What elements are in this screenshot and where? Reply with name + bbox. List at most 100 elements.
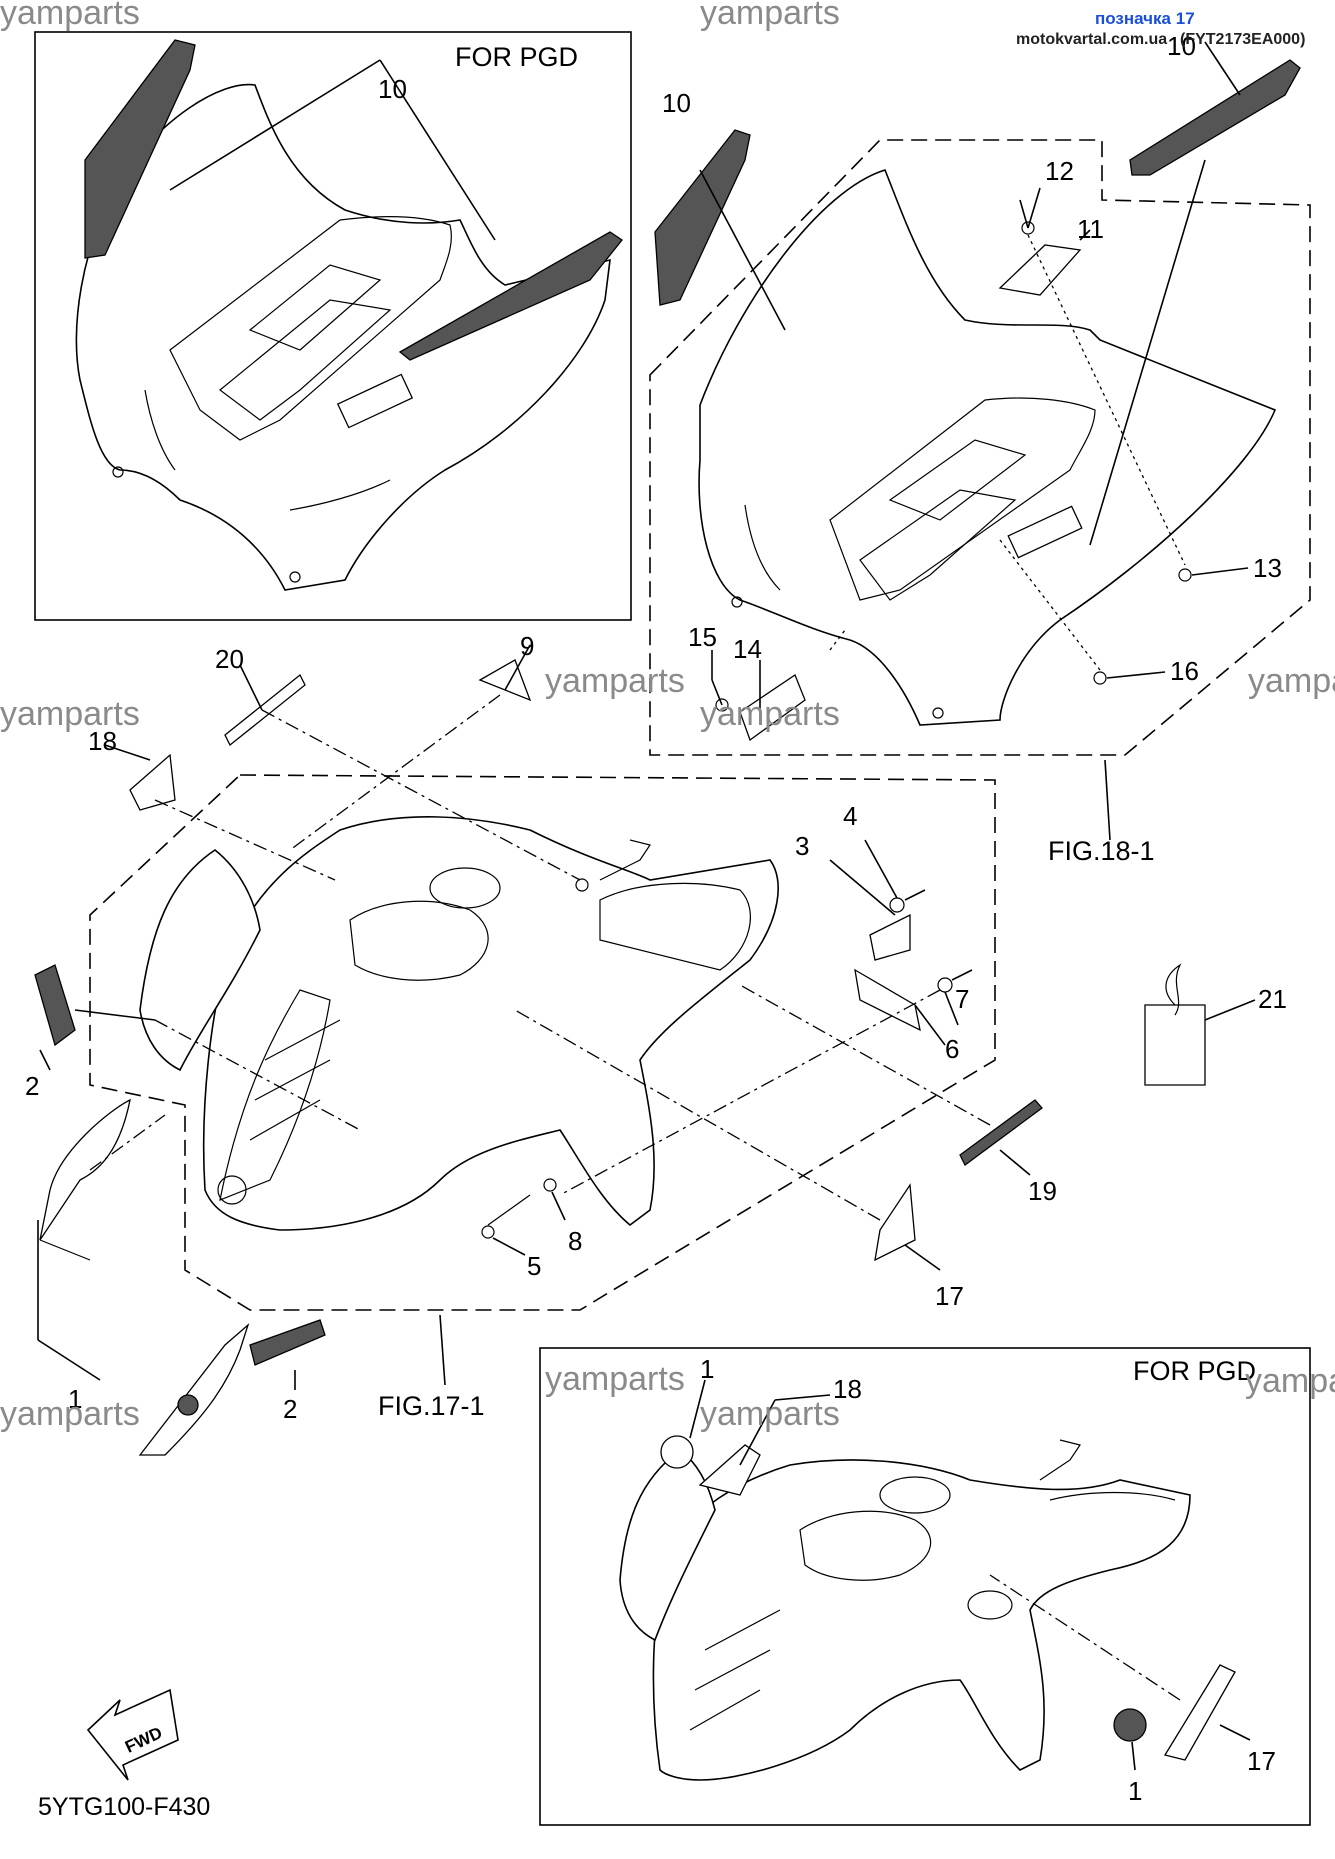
leader-10-right-a — [1204, 41, 1241, 96]
rear-label-14 — [739, 674, 806, 742]
fig17-dashed-boundary — [89, 774, 996, 1311]
leader-16 — [1106, 671, 1166, 679]
front-decal-17 — [874, 1183, 916, 1262]
leader-13 — [1191, 567, 1249, 576]
callout-3: 3 — [795, 831, 809, 861]
leader-9 — [504, 644, 531, 691]
for-pgd-front-title: FOR PGD — [1133, 1356, 1256, 1386]
rivet-15 — [715, 698, 729, 712]
callout-1-lower: 1 — [68, 1384, 82, 1414]
front-decal-17-path — [514, 1009, 881, 1221]
leader-7 — [944, 991, 959, 1026]
leader-20 — [239, 664, 263, 711]
yamaha-logo-1-lower — [177, 1394, 199, 1416]
leader-10-left — [699, 169, 786, 331]
watermark: yamparts — [700, 1395, 840, 1433]
front-fender-pgd-right-wing — [1049, 1491, 1176, 1501]
front-fender-right-wing — [599, 882, 751, 971]
nut-16 — [1093, 671, 1107, 685]
rivet-7 — [937, 977, 953, 993]
front-fender-front-grille — [219, 989, 331, 1201]
front-label-18-path — [154, 799, 336, 881]
rear-fender — [698, 169, 1277, 726]
sticker-site: motokvartal.com.ua — [1016, 31, 1167, 48]
leader-19 — [999, 1149, 1031, 1176]
callout-5: 5 — [527, 1251, 541, 1281]
callout-14: 14 — [733, 634, 762, 664]
rear-side-decal-left — [654, 129, 751, 306]
leader-fig18 — [1104, 759, 1111, 841]
callout-10-left: 10 — [662, 88, 691, 118]
label-20-path — [261, 709, 581, 881]
label-20 — [224, 673, 306, 747]
watermark: yamparts — [0, 695, 140, 733]
rear-label-11 — [998, 244, 1082, 296]
watermark: yamparts — [0, 1395, 140, 1433]
callout-15: 15 — [688, 622, 717, 652]
callout-19: 19 — [1028, 1176, 1057, 1206]
rear-fender-bolt-a — [731, 596, 743, 608]
callout-6: 6 — [945, 1034, 959, 1064]
front-side-decal-2-left — [34, 964, 76, 1047]
front-emblem-decal-1-left — [39, 1098, 131, 1241]
fwd-arrow-group: FWD — [86, 1688, 179, 1781]
nut-8 — [543, 1178, 557, 1192]
rear-side-decal-pgd-left — [84, 39, 196, 259]
leader-18-pgd — [774, 1394, 831, 1401]
front-fender-pgd-vents — [689, 1609, 781, 1731]
leader-fig17 — [439, 1314, 446, 1386]
front-fender-pgd-bracket — [1039, 1439, 1081, 1481]
rear-fender-seat-well — [829, 397, 1096, 601]
watermark: yamparts — [545, 1360, 685, 1398]
callout-18-pgd: 18 — [833, 1374, 862, 1404]
rear-side-decal-right — [1129, 59, 1301, 176]
label-21-tag — [1144, 1004, 1206, 1086]
fwd-arrow — [86, 1688, 179, 1781]
watermark: yamparts — [1245, 1362, 1335, 1400]
rivet-12 — [1021, 221, 1035, 235]
callout-9: 9 — [520, 631, 534, 661]
rear-fender-bolt-b — [932, 707, 944, 719]
fig18-dashed-boundary — [649, 139, 1311, 756]
yamaha-emblem-1-upper — [660, 1435, 694, 1469]
nut-13 — [1178, 568, 1192, 582]
leader-1-pgd-upper — [689, 1379, 706, 1439]
yamaha-emblem-1-pgd-lower — [1113, 1708, 1147, 1742]
rear-fender-box-a — [859, 489, 1017, 601]
leader-17-pgd — [1219, 1724, 1251, 1741]
leader-1-lower — [37, 1339, 101, 1381]
sticker-label: позначка 17 — [1095, 9, 1195, 28]
leader-10-pgd-b — [379, 59, 496, 241]
rear-fender-pgd-edge-b — [289, 479, 391, 511]
callout-21: 21 — [1258, 984, 1287, 1014]
callout-1-pgd-lower: 1 — [1128, 1776, 1142, 1806]
rear-fender-assembly: 10 10 11 12 13 14 15 16 FIG.18-1 — [649, 31, 1311, 866]
rear-fender-box-b — [888, 439, 1027, 521]
callout-11: 11 — [1077, 214, 1104, 244]
watermark: yamparts — [700, 0, 840, 32]
callout-12: 12 — [1045, 156, 1074, 186]
front-fender — [202, 816, 779, 1231]
watermark: yamparts — [545, 662, 685, 700]
front-emblem-1-lower — [138, 1322, 250, 1456]
callout-16: 16 — [1170, 656, 1199, 686]
callout-18: 18 — [88, 726, 117, 756]
leader-1-pgd-lower — [1131, 1741, 1136, 1771]
rivet-12-shaft — [1019, 199, 1029, 229]
front-fender-filler-cap — [429, 867, 501, 909]
front-side-decal-2-left-path — [154, 1019, 361, 1131]
front-fender-tank-recess — [349, 900, 489, 981]
leader-18 — [104, 744, 151, 761]
front-decal-17-pgd-path — [989, 1574, 1181, 1701]
callout-17: 17 — [935, 1281, 964, 1311]
label-19 — [959, 1099, 1043, 1166]
leader-21 — [1204, 999, 1256, 1021]
rivet-4-shaft — [904, 889, 926, 901]
leader-2-left-b — [39, 1049, 51, 1071]
nut-5 — [481, 1225, 495, 1239]
leader-3 — [829, 859, 896, 916]
for-pgd-front-box: FOR PGD 1 18 17 1 — [539, 1347, 1311, 1826]
leader-6 — [914, 1004, 946, 1046]
label-6 — [854, 968, 921, 1032]
front-side-decal-2-lower — [249, 1319, 326, 1366]
